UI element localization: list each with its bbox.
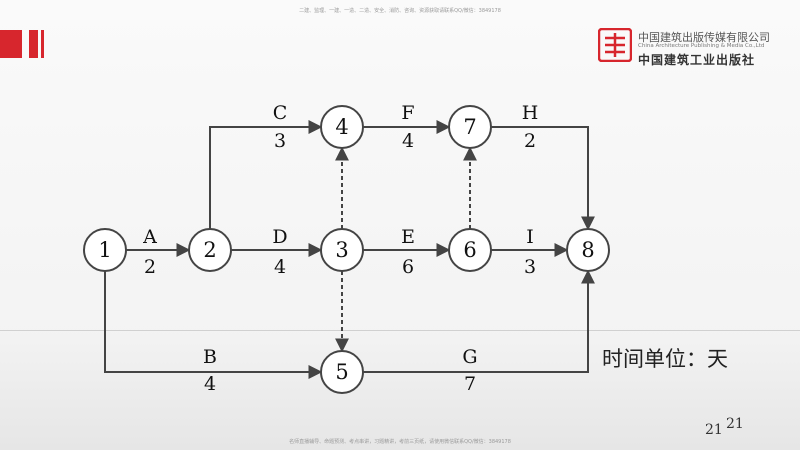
- red-accent-bar-2: [29, 30, 38, 58]
- activity-arrow-b: [104, 271, 323, 379]
- node-circle-5: [320, 350, 364, 394]
- top-watermark-note: 二建、监理、一建、一造、二造、安全、消防、咨询、资源获取请联系QQ/微信：384…: [299, 8, 501, 14]
- activity-name-i: I: [526, 226, 534, 248]
- node-label-3: 3: [335, 238, 348, 262]
- time-unit-label: 时间单位：天: [602, 347, 728, 371]
- node-circle-8: [566, 228, 610, 272]
- node-circle-2: [188, 228, 232, 272]
- page-number: 21: [705, 422, 723, 438]
- node-label-7: 7: [463, 115, 476, 139]
- activity-duration-e: 6: [402, 256, 414, 278]
- activity-duration-i: 3: [524, 256, 536, 278]
- activity-arrow-c: [209, 120, 323, 229]
- node-label-6: 6: [463, 238, 476, 262]
- activity-name-f: F: [401, 102, 414, 124]
- activity-arrow-h: [491, 126, 595, 231]
- node-circle-7: [448, 105, 492, 149]
- activity-duration-c: 3: [274, 130, 286, 152]
- node-label-2: 2: [203, 238, 216, 262]
- activity-name-h: H: [522, 102, 539, 124]
- node-circle-4: [320, 105, 364, 149]
- publisher-logo-icon: [598, 28, 632, 62]
- activity-duration-b: 4: [204, 373, 216, 395]
- page-number-secondary: 21: [726, 416, 744, 432]
- node-label-1: 1: [98, 238, 111, 262]
- activity-name-b: B: [203, 346, 217, 368]
- publisher-calligraphy: 中国建筑工业出版社: [638, 53, 756, 67]
- activity-duration-d: 4: [274, 256, 286, 278]
- red-accent-bar: [0, 30, 22, 58]
- activity-duration-f: 4: [402, 130, 414, 152]
- bottom-watermark-note: 名师直播辅导、命题预测、考点串讲，习题精讲，考前三页纸，请使用微信联系QQ/微信…: [289, 439, 511, 445]
- node-label-5: 5: [335, 360, 348, 384]
- floor-gradient: [0, 330, 800, 450]
- node-circle-3: [320, 228, 364, 272]
- publisher-name-cn: 中国建筑出版传媒有限公司: [638, 31, 770, 44]
- node-circle-6: [448, 228, 492, 272]
- activity-duration-g: 7: [464, 373, 476, 395]
- floor-divider: [0, 330, 800, 331]
- node-circle-1: [83, 228, 127, 272]
- activity-name-d: D: [272, 226, 287, 248]
- node-label-4: 4: [335, 115, 348, 139]
- activity-name-c: C: [273, 102, 288, 124]
- activity-arrow-g: [363, 269, 595, 373]
- publisher-name-en: China Architecture Publishing & Media Co…: [638, 43, 765, 49]
- activity-name-e: E: [401, 226, 415, 248]
- activity-name-a: A: [142, 226, 157, 248]
- activity-name-g: G: [462, 346, 477, 368]
- red-accent-bar-3: [41, 30, 44, 58]
- activity-duration-h: 2: [524, 130, 536, 152]
- activity-duration-a: 2: [144, 256, 156, 278]
- node-label-8: 8: [581, 238, 594, 262]
